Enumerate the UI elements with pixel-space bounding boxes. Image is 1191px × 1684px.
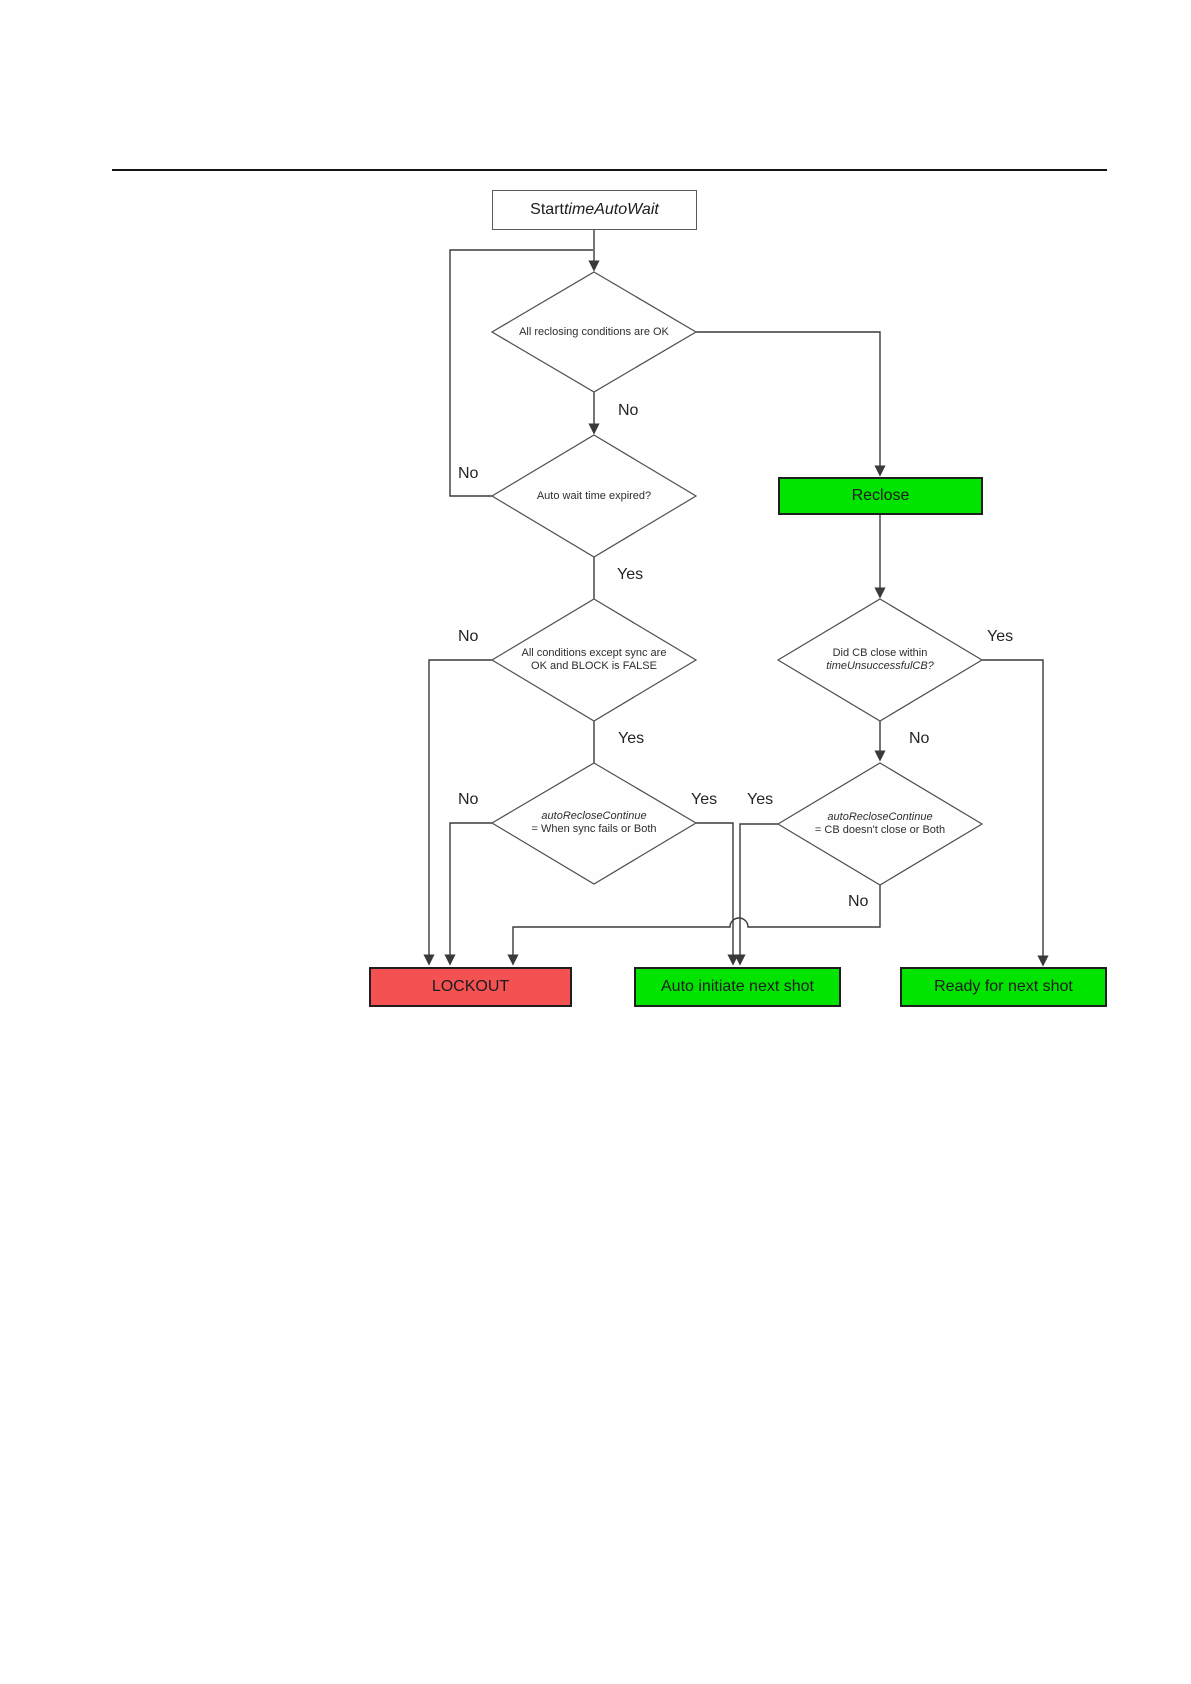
label-no-except-sync: No [458, 628, 479, 645]
label-no-reclosing-ok: No [618, 402, 639, 419]
label-yes-wait-expired: Yes [617, 566, 644, 583]
start-box-variable: timeAutoWait [563, 201, 659, 218]
label-yes-continue-sync: Yes [691, 791, 718, 808]
edge-continue-sync-no-to-lockout [444, 822, 492, 966]
edge-continue-cb-yes-to-auto-next [734, 823, 778, 966]
label-no-wait-expired: No [458, 465, 479, 482]
reclose-box-label: Reclose [851, 487, 910, 504]
diamond-wait-expired [490, 434, 698, 558]
edge-reclosing-ok-to-reclose [696, 331, 886, 477]
label-yes-continue-cb: Yes [747, 791, 774, 808]
diamond-continue-sync [490, 762, 698, 885]
label-yes-cb-close: Yes [987, 628, 1014, 645]
diamond-reclosing-ok [490, 271, 698, 393]
edge-except-sync-no-to-lockout [423, 659, 492, 966]
ready-for-next-shot-label: Ready for next shot [934, 978, 1073, 995]
start-box: Start timeAutoWait [492, 190, 697, 230]
diamond-cb-close [776, 598, 984, 722]
page-divider-rule [112, 169, 1107, 171]
label-no-continue-cb: No [848, 893, 869, 910]
ready-for-next-shot-box: Ready for next shot [900, 967, 1107, 1007]
edge-continue-sync-yes-to-auto-next [696, 822, 739, 966]
reclose-box: Reclose [778, 477, 983, 515]
label-no-continue-sync: No [458, 791, 479, 808]
lockout-box: LOCKOUT [369, 967, 572, 1007]
start-box-label: Start [530, 201, 564, 218]
diamond-except-sync [490, 598, 698, 722]
diamond-continue-cb [776, 762, 984, 886]
label-yes-except-sync: Yes [618, 730, 645, 747]
edge-wait-expired-no-loopback [449, 249, 593, 497]
label-no-cb-close: No [909, 730, 930, 747]
edge-continue-cb-no-to-lockout [507, 885, 881, 966]
auto-initiate-next-shot-box: Auto initiate next shot [634, 967, 841, 1007]
edge-cb-close-yes-to-ready [982, 659, 1049, 967]
auto-initiate-next-shot-label: Auto initiate next shot [661, 978, 814, 995]
lockout-box-label: LOCKOUT [431, 978, 510, 995]
